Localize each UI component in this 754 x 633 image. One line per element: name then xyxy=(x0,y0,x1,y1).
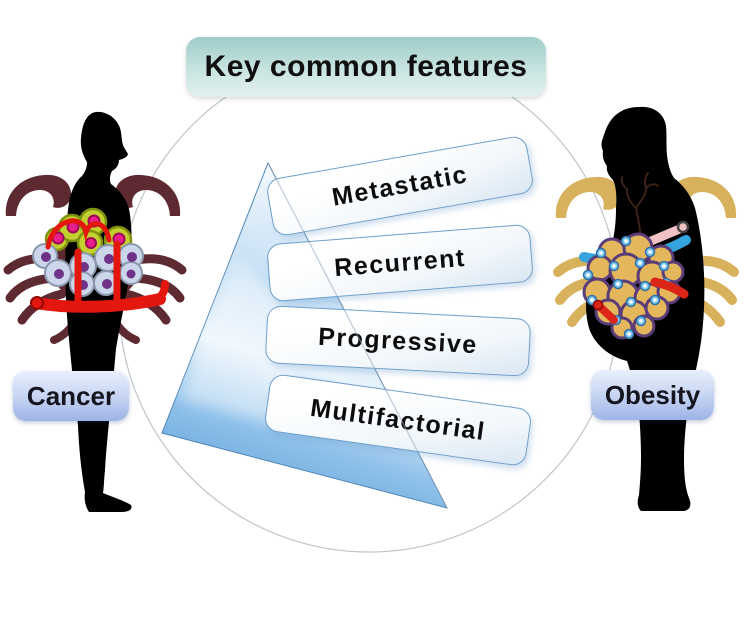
title-badge: Key common features xyxy=(186,37,546,97)
cancer-label-badge: Cancer xyxy=(13,371,129,421)
pyramid-level-label: Multifactorial xyxy=(308,393,488,446)
obesity-label-badge: Obesity xyxy=(591,370,714,420)
adipose-tissue-illustration xyxy=(579,172,691,340)
obesity-label: Obesity xyxy=(604,379,701,410)
pyramid-level-label: Progressive xyxy=(317,322,479,359)
pyramid-level-label: Metastatic xyxy=(329,159,470,212)
cancer-label: Cancer xyxy=(26,380,116,411)
page-title: Key common features xyxy=(204,50,528,83)
pyramid-level-label: Recurrent xyxy=(333,243,467,282)
tumor-cells-illustration xyxy=(30,207,169,313)
